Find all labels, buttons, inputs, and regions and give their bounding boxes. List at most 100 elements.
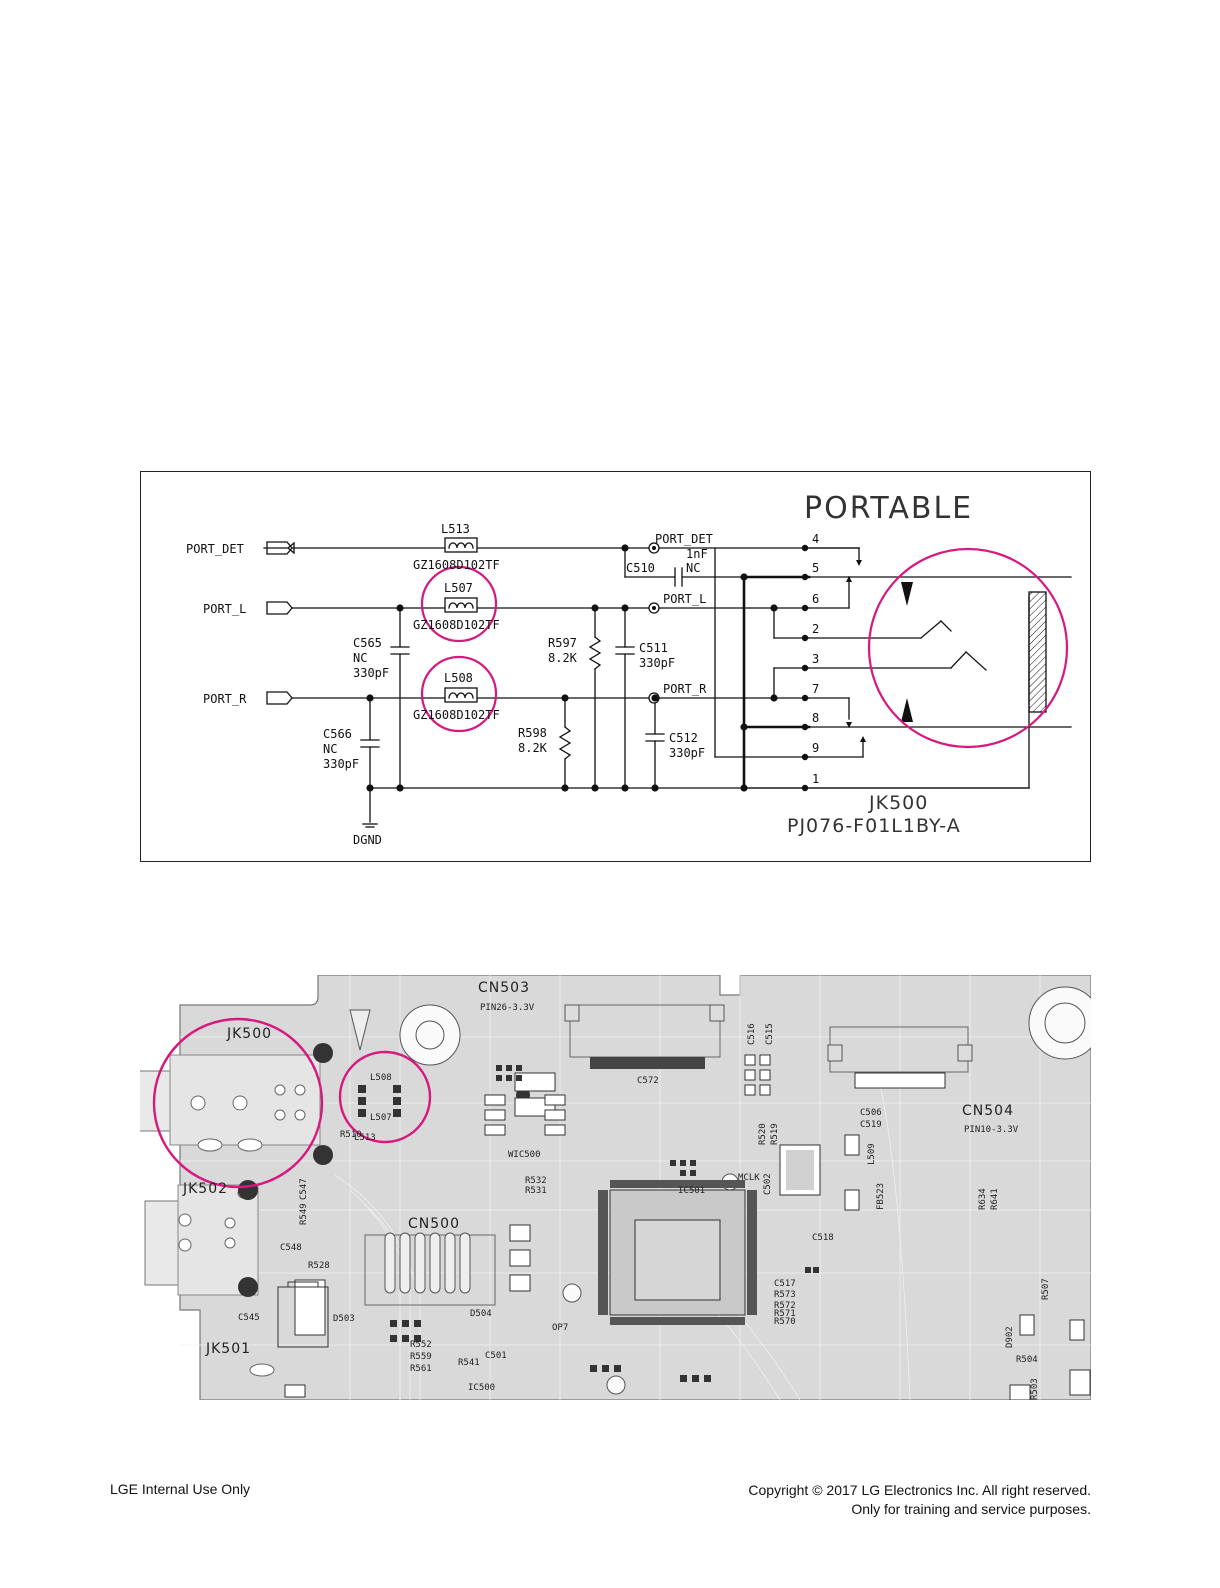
r597-value: 8.2K — [548, 651, 578, 665]
l507-part: GZ1608D102TF — [413, 618, 500, 632]
footer-copyright-line2: Only for training and service purposes. — [851, 1501, 1091, 1517]
c512-ref: C512 — [669, 731, 698, 745]
pcb-l507: L507 — [370, 1113, 392, 1123]
pcb-l513: L513 — [354, 1133, 376, 1143]
pcb-mclk: MCLK — [738, 1173, 760, 1183]
pcb-r561: R561 — [410, 1364, 432, 1374]
pcb-c516: C516 — [747, 1023, 757, 1045]
pcb-r531: R531 — [525, 1186, 547, 1196]
pcb-wic500: WIC500 — [508, 1150, 541, 1160]
c511-value: 330pF — [639, 656, 675, 670]
c512-value: 330pF — [669, 746, 705, 760]
highlight-l508 — [420, 655, 498, 733]
highlight-pcb-jk500 — [152, 1017, 324, 1189]
highlight-jack — [867, 547, 1069, 749]
c565-ref: C565 — [353, 636, 382, 650]
pin-2: 2 — [812, 622, 819, 636]
l513-part: GZ1608D102TF — [413, 558, 500, 572]
port-l-arrow — [266, 601, 293, 615]
c565-value: 330pF — [353, 666, 389, 680]
pcb-r559: R559 — [410, 1352, 432, 1362]
pcb-cn503-pin: PIN26-3.3V — [480, 1003, 535, 1013]
pcb-c545: C545 — [238, 1313, 260, 1323]
c510-note: NC — [686, 561, 700, 575]
pcb-jk500: JK500 — [226, 1026, 272, 1042]
pin-8: 8 — [812, 711, 819, 725]
pcb-r507: R507 — [1041, 1278, 1051, 1300]
pcb-board: CN503 PIN26-3.3V JK500 JK502 JK501 CN500… — [140, 975, 1091, 1400]
pcb-cn504: CN504 — [962, 1103, 1014, 1119]
pcb-ic500: IC500 — [468, 1383, 495, 1393]
pcb-cn504-pin: PIN10-3.3V — [964, 1125, 1019, 1135]
pcb-r541: R541 — [458, 1358, 480, 1368]
pcb-r510: R510 — [340, 1130, 362, 1140]
r598-value: 8.2K — [518, 741, 548, 755]
c566-note: NC — [323, 742, 337, 756]
pcb-r520: R520 — [758, 1123, 768, 1145]
pcb-r634: R634 — [978, 1188, 988, 1210]
pcb-c502: C502 — [763, 1173, 773, 1195]
pcb-d503: D503 — [333, 1314, 355, 1324]
pcb-ic501: IC501 — [678, 1186, 705, 1196]
l507-ref: L507 — [444, 581, 473, 595]
c511-ref: C511 — [639, 641, 668, 655]
l513-ref: L513 — [441, 522, 470, 536]
pcb-fb523: FB523 — [876, 1183, 886, 1210]
pcb-r571: R571 — [774, 1309, 796, 1319]
port-det-label: PORT_DET — [186, 542, 244, 556]
schematic-diagram: PORTABLE PORT_DET PORT_L PORT_R L513 GZ1… — [186, 491, 1072, 847]
pcb-r528: R528 — [308, 1261, 330, 1271]
pcb-d504: D504 — [470, 1309, 492, 1319]
c510-value: 1nF — [686, 547, 708, 561]
pin-9: 9 — [812, 741, 819, 755]
pcb-cn503: CN503 — [478, 980, 530, 996]
pcb-r573: R573 — [774, 1290, 796, 1300]
pcb-r532: R532 — [525, 1176, 547, 1186]
pcb-c547: C547 — [299, 1178, 309, 1200]
connector-ref: JK500 — [868, 792, 928, 814]
port-l-label: PORT_L — [203, 602, 246, 616]
port-r-label: PORT_R — [203, 692, 247, 706]
pcb-r572: R572 — [774, 1301, 796, 1311]
net-port-det: PORT_DET — [655, 532, 713, 546]
pcb-r549: R549 — [299, 1203, 309, 1225]
pcb-r570: R570 — [774, 1317, 796, 1327]
pcb-l509: L509 — [867, 1143, 877, 1165]
highlight-pcb-inductors — [338, 1050, 432, 1144]
pcb-jk502: JK502 — [182, 1181, 228, 1197]
pcb-r519: R519 — [770, 1123, 780, 1145]
schematic-panel: PORTABLE PORT_DET PORT_L PORT_R L513 GZ1… — [140, 471, 1091, 862]
pcb-jk501: JK501 — [205, 1341, 251, 1357]
net-port-l: PORT_L — [663, 592, 706, 606]
pcb-op7: OP7 — [552, 1323, 568, 1333]
pcb-l508: L508 — [370, 1073, 392, 1083]
pcb-c518: C518 — [812, 1233, 834, 1243]
c565-note: NC — [353, 651, 367, 665]
pcb-c519: C519 — [860, 1120, 882, 1130]
r598-ref: R598 — [518, 726, 547, 740]
highlight-l507 — [420, 565, 498, 643]
pcb-c517: C517 — [774, 1279, 796, 1289]
footer-copyright: Copyright © 2017 LG Electronics Inc. All… — [748, 1481, 1091, 1519]
pcb-c501: C501 — [485, 1351, 507, 1361]
pcb-r641: R641 — [990, 1188, 1000, 1210]
pin-5: 5 — [812, 561, 819, 575]
pcb-c572: C572 — [637, 1076, 659, 1086]
pcb-c515: C515 — [765, 1023, 775, 1045]
pcb-r504: R504 — [1016, 1355, 1038, 1365]
net-port-r: PORT_R — [663, 682, 707, 696]
pcb-layout: CN503 PIN26-3.3V JK500 JK502 JK501 CN500… — [140, 975, 1091, 1400]
port-r-arrow — [266, 691, 293, 705]
l508-part: GZ1608D102TF — [413, 708, 500, 722]
pin-7: 7 — [812, 682, 819, 696]
pcb-c548: C548 — [280, 1243, 302, 1253]
r597-ref: R597 — [548, 636, 577, 650]
c566-value: 330pF — [323, 757, 359, 771]
c566-ref: C566 — [323, 727, 352, 741]
schematic-title: PORTABLE — [804, 491, 973, 526]
pcb-r503: R503 — [1030, 1378, 1040, 1400]
c510-ref: C510 — [626, 561, 655, 575]
ground-label: DGND — [353, 833, 382, 847]
pin-1: 1 — [812, 772, 819, 786]
pin-4: 4 — [812, 532, 819, 546]
